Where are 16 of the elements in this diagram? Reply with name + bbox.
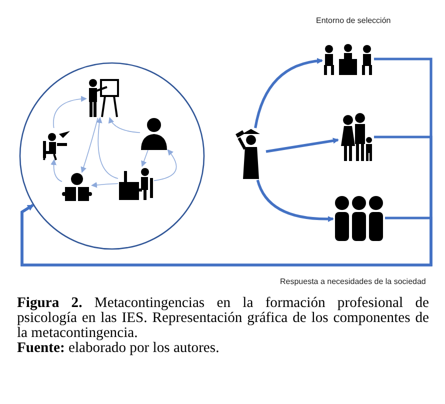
arrow [108, 117, 140, 134]
arrow-label: Respuesta a necesidades de la sociedad [280, 277, 426, 286]
section-label: Entorno de selección [316, 16, 391, 25]
arrow [20, 204, 432, 266]
arrow [96, 117, 118, 179]
arrow [50, 159, 62, 182]
source-note: Fuente: elaborado por los autores. [17, 341, 220, 356]
arrow [80, 118, 98, 173]
arrow [91, 182, 118, 188]
figure-caption: Figura 2. Metacontingencias en la formación profesional de psicología en las IES. Representación gráfica de los componentes de la metacontingencia. [17, 296, 429, 341]
arrow [254, 58, 323, 128]
arrow [141, 150, 148, 167]
arrow [256, 180, 334, 222]
arrow [266, 138, 339, 153]
arrow [154, 149, 177, 182]
arrow [53, 96, 87, 128]
